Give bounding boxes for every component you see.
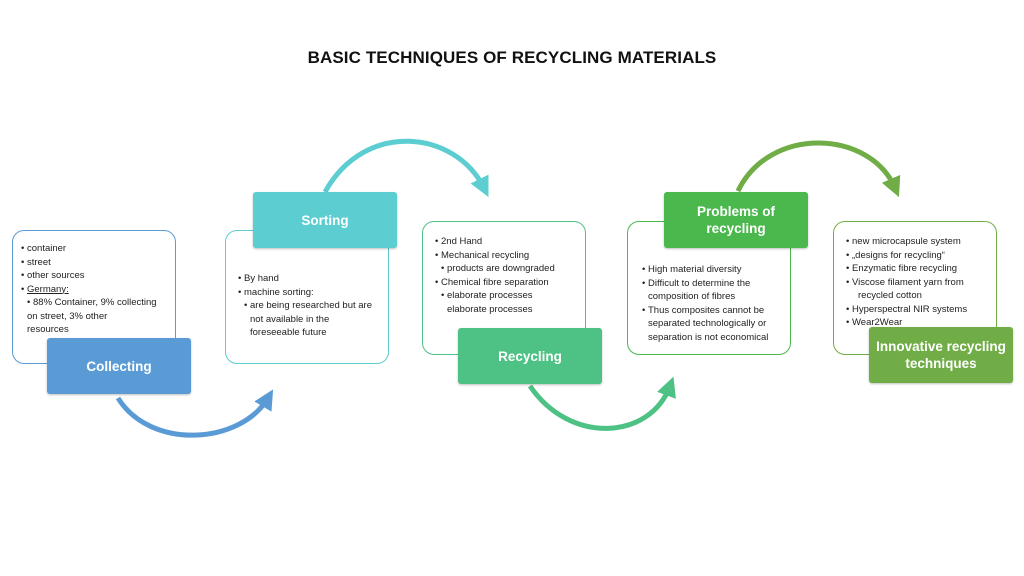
- collecting-item: Germany:: [21, 283, 167, 297]
- recycling-item: elaborate processes: [435, 289, 577, 303]
- innovative-item: Enzymatic fibre recycling: [846, 262, 988, 276]
- sorting-details: By hand machine sorting: are being resea…: [225, 230, 389, 364]
- recycling-item: elaborate processes: [447, 303, 533, 315]
- collecting-label: Collecting: [47, 338, 191, 394]
- sorting-item: not available in the: [250, 313, 330, 325]
- page-title: BASIC TECHNIQUES OF RECYCLING MATERIALS: [307, 48, 717, 67]
- problems-item: Thus composites cannot be: [642, 304, 782, 318]
- arrow-recycling-to-problems: [527, 376, 676, 431]
- sorting-item: foreseeable future: [250, 327, 327, 338]
- recycling-item: 2nd Hand: [435, 235, 577, 249]
- problems-item: High material diversity: [642, 263, 782, 277]
- collecting-item: 88% Container, 9% collecting: [21, 296, 167, 310]
- problems-label: Problems of recycling: [664, 192, 808, 248]
- recycling-item: Mechanical recycling: [435, 249, 577, 263]
- innovative-item: recycled cotton: [858, 290, 922, 301]
- arrow-sorting-to-recycling: [322, 138, 489, 197]
- recycling-details: 2nd Hand Mechanical recycling products a…: [422, 221, 586, 355]
- arrow-collecting-to-sorting: [115, 389, 274, 438]
- problems-item: separation is not economical: [648, 331, 769, 343]
- innovative-item: Hyperspectral NIR systems: [846, 303, 988, 317]
- problems-item: composition of fibres: [648, 291, 736, 302]
- innovative-item: Wear2Wear: [846, 316, 988, 330]
- innovative-item: new microcapsule system: [846, 235, 988, 249]
- sorting-item: machine sorting:: [238, 286, 378, 300]
- innovative-label: Innovative recycling techniques: [869, 327, 1013, 383]
- sorting-label: Sorting: [253, 192, 397, 248]
- problems-item: Difficult to determine the: [642, 277, 782, 291]
- recycling-label: Recycling: [458, 328, 602, 384]
- recycling-item: Chemical fibre separation: [435, 276, 577, 290]
- arrow-problems-to-innovative: [735, 140, 901, 198]
- collecting-item: street: [21, 256, 167, 270]
- innovative-item: „designs for recycling“: [846, 249, 988, 263]
- collecting-item: other sources: [21, 269, 167, 283]
- sorting-item: By hand: [238, 272, 378, 286]
- innovative-item: Viscose filament yarn from: [846, 276, 988, 290]
- problems-item: separated technologically or: [648, 318, 767, 329]
- sorting-item: are being researched but are: [238, 299, 378, 313]
- collecting-item: on street, 3% other: [27, 310, 108, 322]
- collecting-item: container: [21, 242, 167, 256]
- collecting-item: resources: [27, 324, 69, 335]
- recycling-item: products are downgraded: [435, 262, 577, 276]
